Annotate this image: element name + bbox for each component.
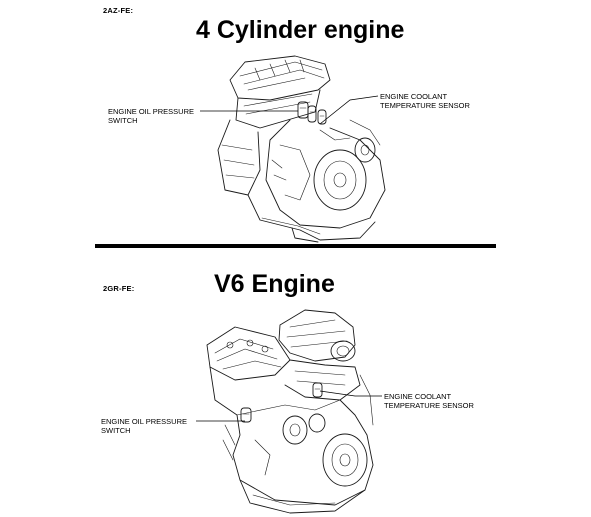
callout-line-2: SWITCH [108, 116, 138, 125]
heading-v6-engine: V6 Engine [214, 270, 335, 298]
heading-4-cylinder: 4 Cylinder engine [196, 16, 405, 44]
callout-line-2: SWITCH [101, 426, 131, 435]
callout-coolant-sensor-4cyl: ENGINE COOLANT TEMPERATURE SENSOR [380, 92, 470, 110]
callout-line-1: ENGINE COOLANT [380, 92, 448, 101]
callout-coolant-sensor-v6: ENGINE COOLANT TEMPERATURE SENSOR [384, 392, 474, 410]
leader-coolant-v6 [319, 390, 382, 397]
callout-line-1: ENGINE OIL PRESSURE [101, 417, 187, 426]
callout-line-1: ENGINE COOLANT [384, 392, 452, 401]
engine-drawing-4-cylinder [217, 55, 386, 243]
engine-drawing-v6 [206, 309, 374, 514]
callout-line-2: TEMPERATURE SENSOR [384, 401, 474, 410]
callout-line-1: ENGINE OIL PRESSURE [108, 107, 194, 116]
callout-line-2: TEMPERATURE SENSOR [380, 101, 470, 110]
engine-code-v6: 2GR-FE: [103, 284, 135, 293]
section-divider [95, 244, 496, 248]
callout-oil-pressure-switch-4cyl: ENGINE OIL PRESSURE SWITCH [108, 107, 194, 125]
engine-code-4cyl: 2AZ-FE: [103, 6, 134, 15]
leader-coolant-4cyl [319, 95, 379, 125]
callout-oil-pressure-switch-v6: ENGINE OIL PRESSURE SWITCH [101, 417, 187, 435]
